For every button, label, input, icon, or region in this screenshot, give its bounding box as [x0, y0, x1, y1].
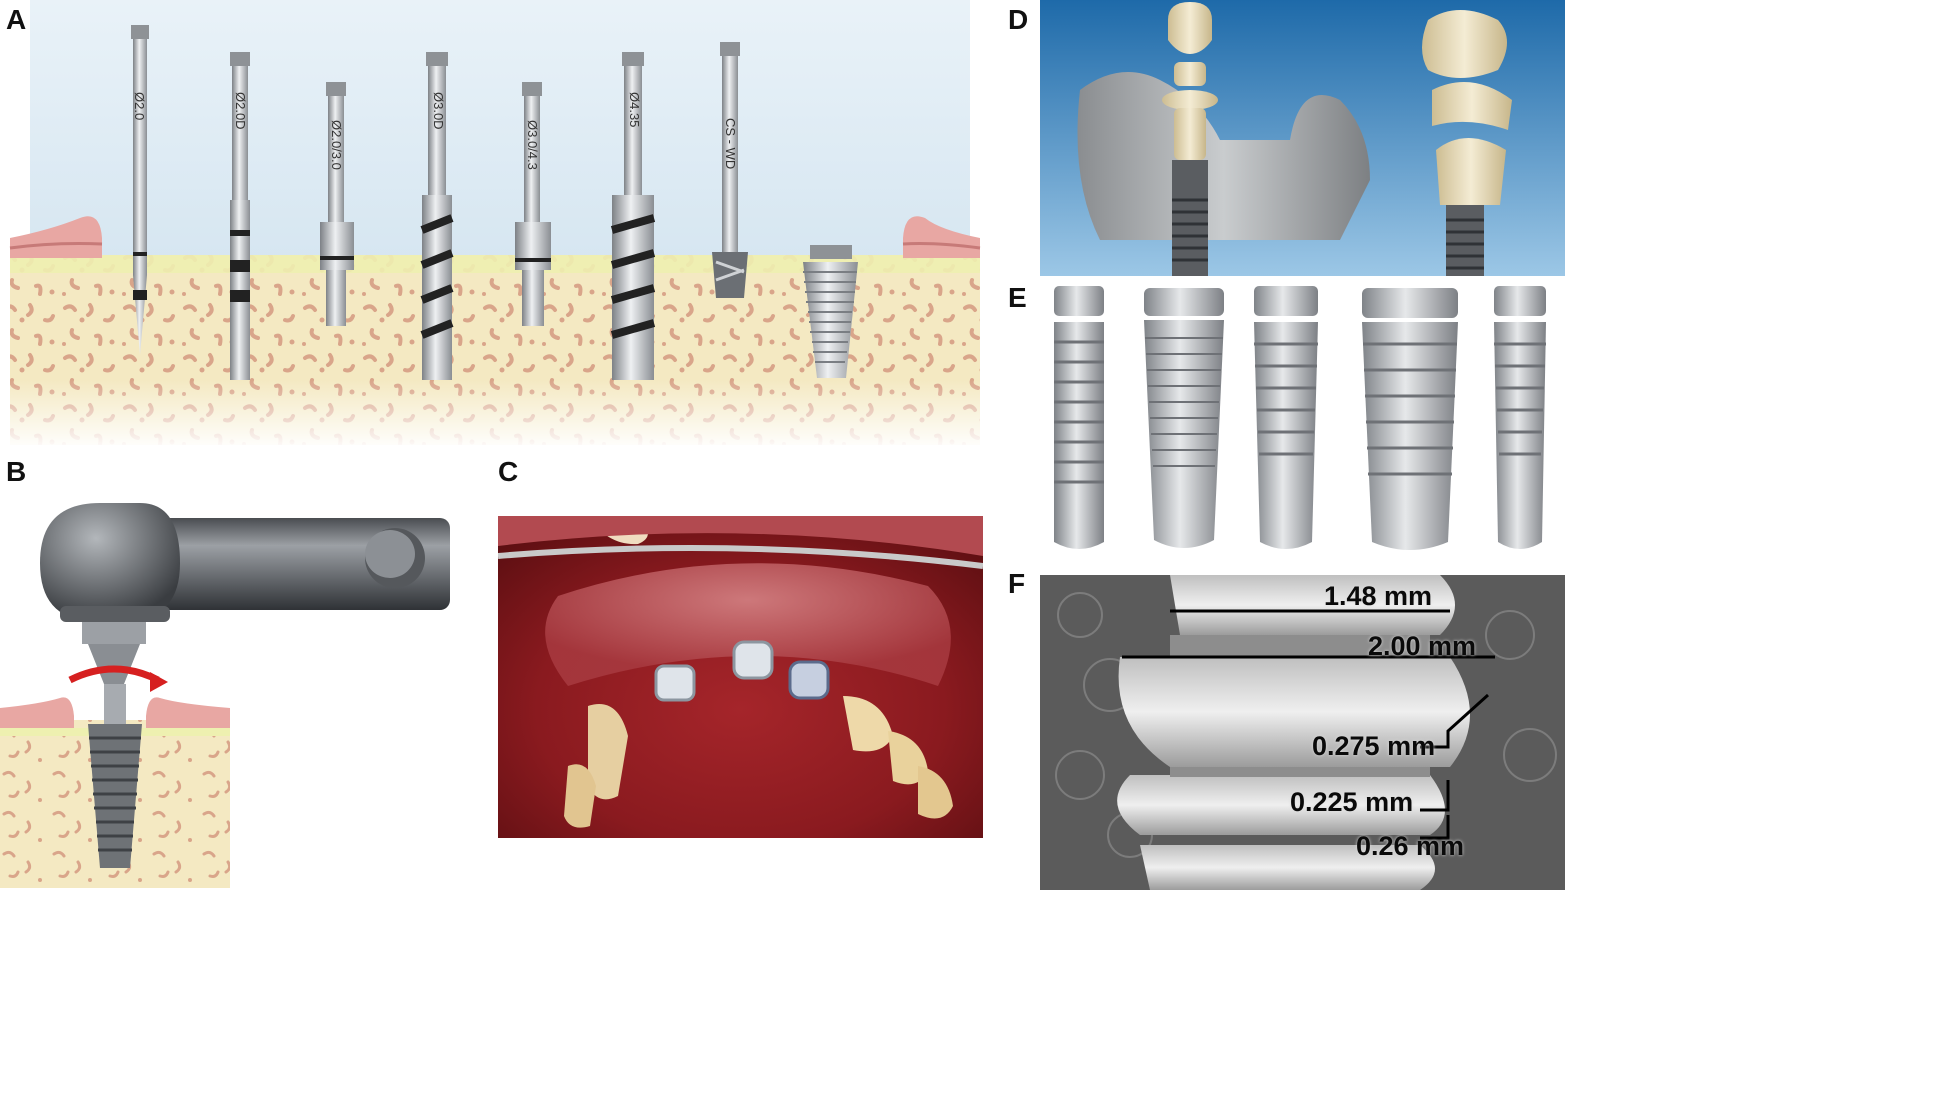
drill-label-7: CS - WD	[723, 118, 738, 170]
implant-3	[1254, 286, 1318, 549]
drill-2	[230, 52, 250, 380]
drill-label-5: Ø3.0/4.3	[525, 120, 540, 170]
drill-3	[320, 82, 354, 326]
implant-designs	[1040, 282, 1565, 557]
implant	[803, 245, 858, 378]
panel-label-f: F	[1008, 568, 1026, 599]
panel-label-a: A	[6, 4, 27, 35]
implant-2	[1144, 288, 1224, 548]
drill-label-6: Ø4.35	[627, 92, 642, 128]
drill-5	[515, 82, 551, 326]
cad-crown-model	[1040, 0, 1565, 276]
panel-label-c: C	[498, 456, 519, 487]
implant-5	[1494, 286, 1546, 549]
sem-thread-image	[1040, 575, 1565, 890]
measurement-4: 0.225 mm	[1290, 787, 1414, 817]
measurement-2: 2.00 mm	[1368, 631, 1477, 661]
panel-d-cad-model	[1040, 0, 1565, 276]
panel-f-sem-thread: 1.48 mm 2.00 mm 0.275 mm 0.225 mm 0.26 m…	[1040, 575, 1565, 890]
drill-4	[420, 52, 454, 380]
drill-sequence-illustration	[9, 0, 981, 450]
panel-e-implant-designs	[1040, 282, 1565, 557]
clinical-photo	[498, 516, 983, 838]
drill-1	[131, 25, 149, 355]
drill-7	[712, 42, 748, 298]
panel-a-drill-sequence: Ø2.0 Ø2.0D Ø2.0/3.0 Ø3.0D Ø3.0/4.3 Ø4.35…	[0, 0, 985, 450]
panel-label-b: B	[6, 456, 27, 487]
panel-c-clinical-photo	[498, 516, 983, 838]
drill-label-3: Ø2.0/3.0	[329, 120, 344, 170]
panel-label-d: D	[1008, 4, 1029, 35]
drill-label-1: Ø2.0	[132, 92, 147, 121]
measurement-3: 0.275 mm	[1312, 731, 1436, 761]
drill-label-2: Ø2.0D	[233, 92, 248, 130]
panel-b-torque-wrench	[0, 488, 450, 888]
implant-1	[1054, 286, 1104, 549]
measurement-1: 1.48 mm	[1324, 581, 1433, 611]
drill-6	[610, 52, 656, 380]
drill-label-4: Ø3.0D	[431, 92, 446, 130]
implant-4	[1362, 288, 1458, 550]
torque-wrench-illustration	[0, 503, 450, 888]
measurement-5: 0.26 mm	[1356, 831, 1465, 861]
panel-label-e: E	[1008, 282, 1027, 313]
